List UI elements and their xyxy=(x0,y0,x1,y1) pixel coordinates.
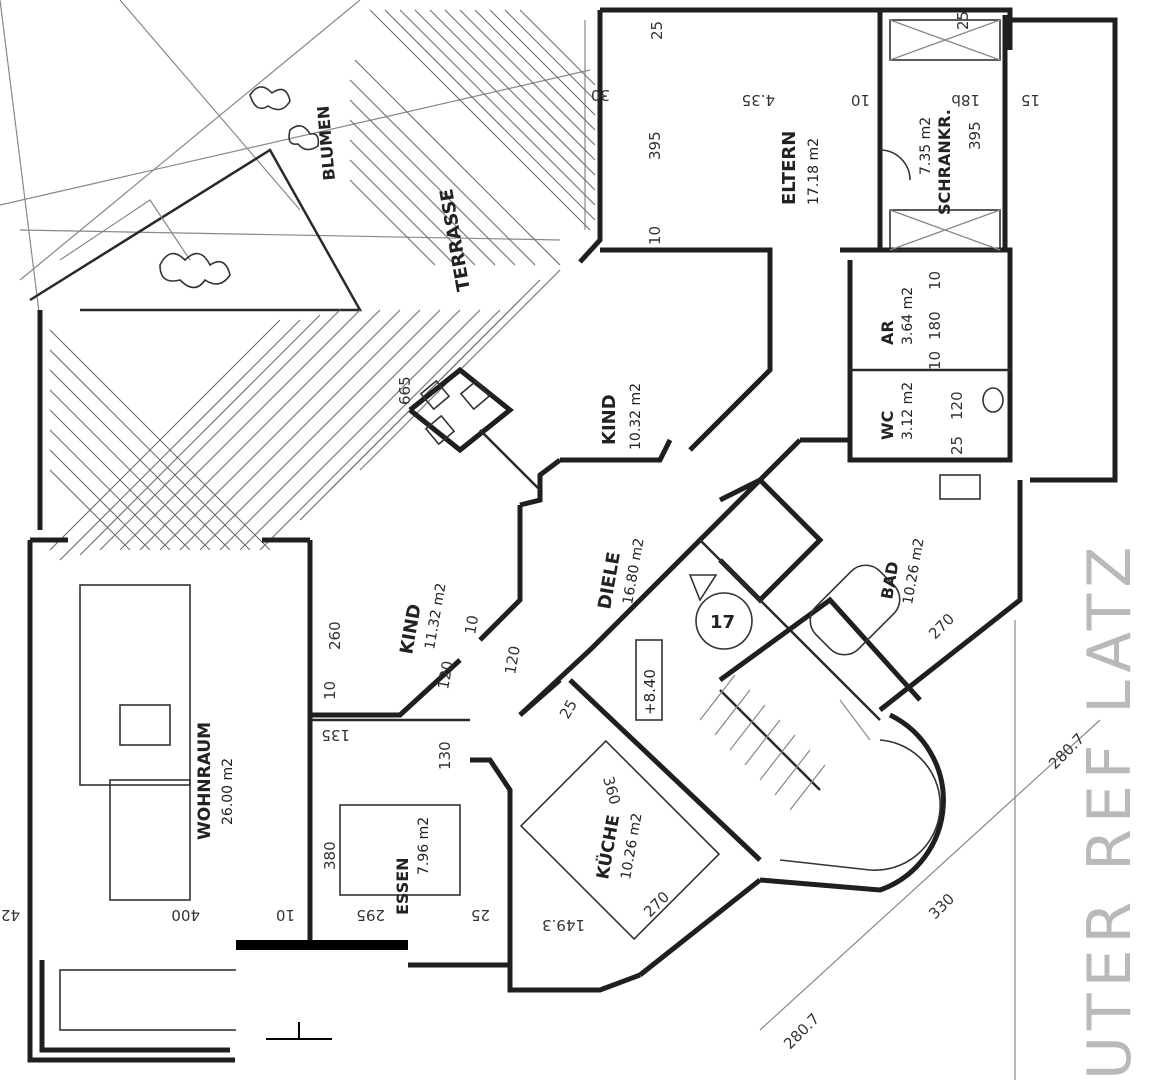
dim-label: 10 xyxy=(276,906,295,924)
chimney-shafts xyxy=(408,366,541,491)
dim-label: 10 xyxy=(321,681,339,700)
room-name-wohnraum: WOHNRAUM xyxy=(195,722,215,840)
dim-label: 18b xyxy=(951,91,980,109)
dim-label: 10 xyxy=(926,271,944,290)
neighbor-lot-text: UTER REF LATZ xyxy=(1075,541,1145,1080)
dim-label: 120 xyxy=(501,644,524,675)
dim-label: 295 xyxy=(356,906,385,924)
room-area-wc: 3.12 m2 xyxy=(900,382,916,440)
dim-label: 25 xyxy=(471,906,490,924)
dim-label: 330 xyxy=(925,890,958,923)
dim-label: 149.3 xyxy=(542,916,585,934)
dim-label: 25 xyxy=(954,11,972,30)
room-area-kind-upper: 10.32 m2 xyxy=(628,383,644,450)
dimension-lines xyxy=(759,620,1101,1080)
dim-label: 10 xyxy=(461,614,482,636)
dining-table-icon xyxy=(339,804,461,896)
dim-label: 25 xyxy=(948,436,966,455)
room-area-bad: 10.26 m2 xyxy=(900,537,927,606)
dim-label: 15 xyxy=(1021,91,1040,109)
toilet-icon xyxy=(982,387,1004,413)
terrace-hatching xyxy=(49,9,596,561)
dim-label: 135 xyxy=(321,726,350,744)
level-marker-box xyxy=(635,639,663,721)
construction-lines xyxy=(0,0,591,321)
room-name-wc: WC xyxy=(878,411,897,440)
stair-level: +8.40 xyxy=(641,669,659,715)
room-area-essen: 7.96 m2 xyxy=(416,817,432,875)
flowers-label: BLUMEN xyxy=(314,105,339,181)
dim-label: 380 xyxy=(321,841,339,870)
dim-label: 180 xyxy=(926,311,944,340)
wardrobe xyxy=(889,19,1001,251)
stair-number-circle xyxy=(695,592,753,650)
staircase xyxy=(635,574,946,893)
living-furniture xyxy=(59,584,721,1031)
dim-label: 395 xyxy=(966,121,984,150)
dim-label: 280.7 xyxy=(780,1010,823,1053)
legend-tick xyxy=(298,1022,300,1038)
room-area-schrankr: 7.35 m2 xyxy=(918,117,934,175)
washbasin-icon xyxy=(939,474,981,500)
dim-label: 10 xyxy=(646,226,664,245)
dim-label: 10 xyxy=(926,351,944,370)
dim-label: 4.35 xyxy=(742,91,775,109)
kitchen-counter-icon xyxy=(519,739,721,941)
dim-label: 30 xyxy=(591,86,610,104)
redaction-box xyxy=(236,940,408,1052)
stair-arrow-icon xyxy=(688,574,718,602)
room-area-ar: 3.64 m2 xyxy=(900,287,916,345)
table-icon xyxy=(119,704,171,746)
dim-label: 25 xyxy=(648,21,666,40)
bathtub-icon xyxy=(809,564,901,656)
legend-line xyxy=(266,1038,332,1040)
dim-label: 260 xyxy=(326,621,344,650)
armchair-icon xyxy=(109,779,191,901)
room-name-kind-upper: KIND xyxy=(599,394,620,445)
room-area-eltern: 17.18 m2 xyxy=(806,138,822,205)
dim-label: 665 xyxy=(396,376,414,405)
room-name-essen: ESSEN xyxy=(393,857,412,915)
terrace-label: TERRASSE xyxy=(436,187,475,293)
exterior-walls xyxy=(27,7,1118,1063)
dim-label: 270 xyxy=(925,610,958,643)
dim-label: 270 xyxy=(640,888,673,921)
dim-label: 25 xyxy=(556,696,581,722)
door-swing-icon xyxy=(879,149,911,181)
sofa-icon xyxy=(79,584,191,786)
dim-label: 10 xyxy=(851,91,870,109)
interior-walls xyxy=(307,10,1013,965)
room-area-wohnraum: 26.00 m2 xyxy=(220,758,236,825)
sideboard-icon xyxy=(59,969,241,1031)
room-name-ar: AR xyxy=(878,320,897,345)
bath-fixtures xyxy=(809,149,1004,656)
flower-bed xyxy=(29,86,363,312)
dim-label: 395 xyxy=(646,131,664,160)
room-name-eltern: ELTERN xyxy=(779,131,800,205)
stair-number: 17 xyxy=(710,612,735,633)
dim-label: 120 xyxy=(948,391,966,420)
dim-label: 120 xyxy=(434,659,457,690)
dim-label: 130 xyxy=(436,741,454,770)
dim-label: 360 xyxy=(599,774,624,806)
dim-label: 42 xyxy=(1,906,20,924)
room-name-schrankr: SCHRANKR. xyxy=(935,109,954,215)
dim-label: 400 xyxy=(171,906,200,924)
room-area-kind-lower: 11.32 m2 xyxy=(422,582,449,651)
